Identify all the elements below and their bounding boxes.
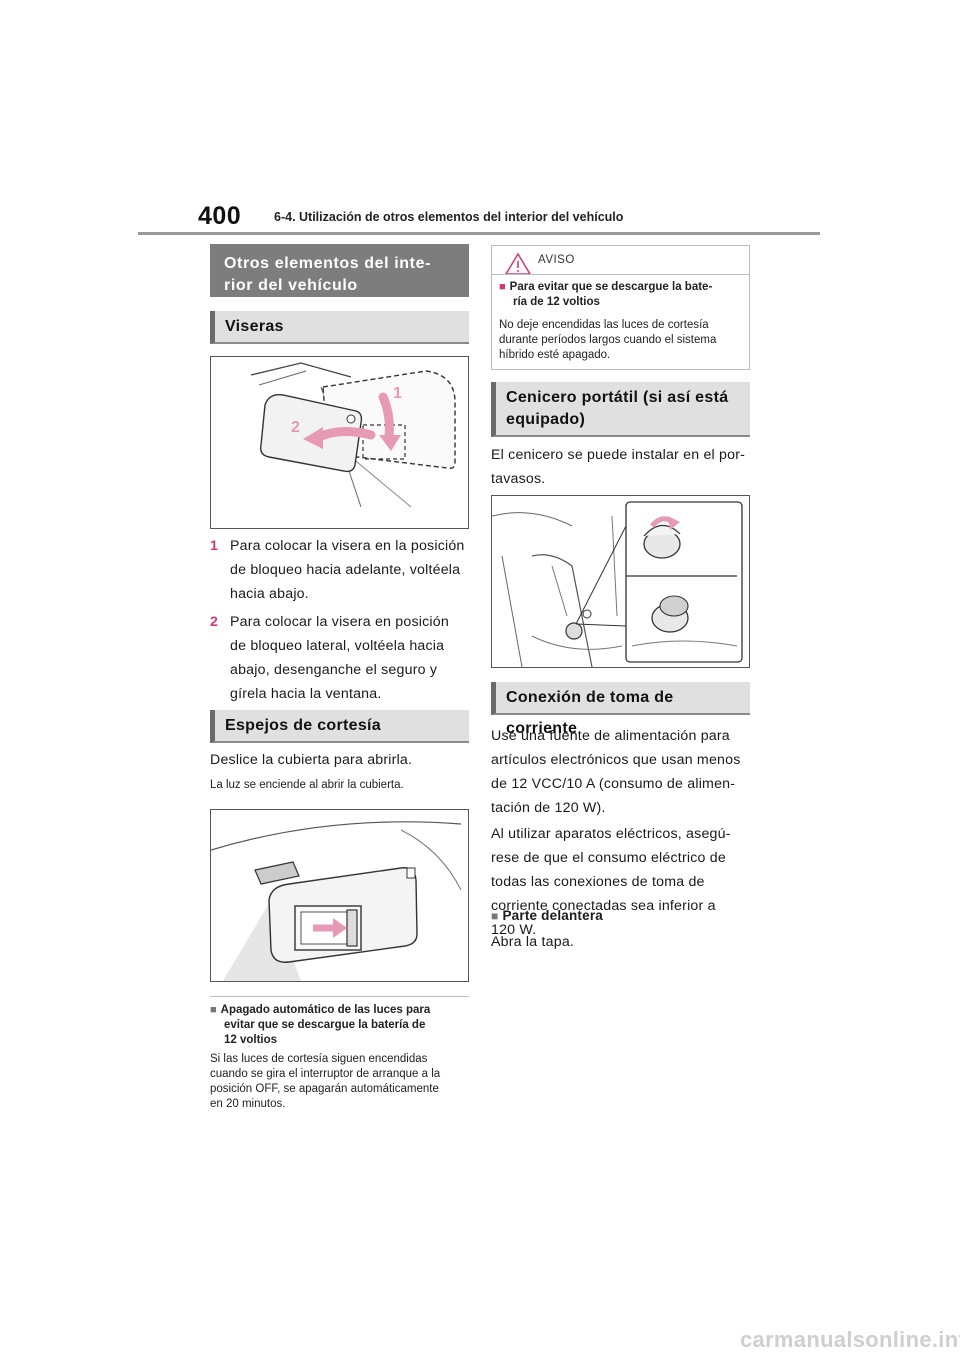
aviso-box: AVISO ■Para evitar que se descargue la b… [491, 245, 750, 370]
conexion-para1: Use una fuente de alimentación para artí… [491, 724, 753, 820]
figure-ashtray [491, 495, 750, 668]
subheading-espejos-label: Espejos de cortesía [225, 717, 381, 734]
aviso-body: No deje encendidas las luces de cortesía… [499, 318, 747, 363]
chapter-title: 6-4. Utilización de otros elementos del … [274, 210, 624, 224]
espejos-text: Deslice la cubierta para abrirla. [210, 752, 413, 768]
conexion-para1-line: de 12 VCC/10 A (consumo de alimen- [491, 776, 736, 792]
ashtray-illustration [491, 501, 743, 668]
visor-illustration [250, 362, 456, 508]
subheading-viseras: Viseras [210, 311, 469, 344]
cenicero-text: El cenicero se puede instalar en el por-… [491, 443, 753, 491]
aviso-label: AVISO [538, 254, 575, 266]
cenicero-text-line: tavasos. [491, 471, 546, 487]
conexion-para2: Al utilizar aparatos eléctricos, asegú- … [491, 822, 753, 942]
page-number: 400 [198, 202, 242, 230]
figure-visor: 1 2 [210, 356, 469, 529]
aviso-title-line: Para evitar que se descargue la bate- [509, 281, 713, 293]
subheading-conexion-label: Conexión de toma de corriente [506, 689, 674, 737]
callout-1: 1 [393, 385, 402, 402]
step-text-line: Para colocar la visera en la posición [230, 538, 465, 554]
subheading-conexion: Conexión de toma de corriente [491, 682, 750, 737]
conexion-para2-line: todas las conexiones de toma de [491, 874, 705, 890]
step-text-line: Para colocar la visera en posición [230, 614, 449, 630]
cenicero-text-line: El cenicero se puede instalar en el por- [491, 447, 746, 463]
section-heading-line1: Otros elementos del inte- [224, 255, 432, 272]
subheading-cenicero: Cenicero portátil (si así está equipado) [491, 382, 750, 437]
parte-delantera-label: Parte delantera [502, 908, 603, 923]
apagado-body-line: Si las luces de cortesía siguen encendid… [210, 1053, 428, 1065]
square-bullet-icon: ■ [499, 281, 506, 293]
conexion-para1-line: Use una fuente de alimentación para [491, 728, 730, 744]
conexion-para2-line: corriente conectadas sea inferior a [491, 898, 716, 914]
step-text-line: hacia abajo. [230, 586, 309, 602]
watermark: carmanualsonline.info [740, 1327, 960, 1352]
conexion-para1-line: tación de 120 W). [491, 800, 606, 816]
aviso-title: ■Para evitar que se descargue la bate- r… [499, 280, 747, 310]
subheading-viseras-label: Viseras [225, 318, 284, 335]
apagado-title-line: 12 voltios [224, 1034, 278, 1046]
aviso-body-line: híbrido esté apagado. [499, 349, 611, 361]
visor-steps: 1 Para colocar la visera en la posición … [210, 534, 472, 706]
visor-step-2: 2 Para colocar la visera en posición de … [210, 610, 472, 706]
apagado-body-line: en 20 minutos. [210, 1098, 286, 1110]
figure-mirror [210, 809, 469, 982]
apagado-title-line: Apagado automático de las luces para [220, 1004, 431, 1016]
apagado-body-line: cuando se gira el interruptor de arranqu… [210, 1068, 441, 1080]
step-text-line: abajo, desenganche el seguro y [230, 662, 438, 678]
step-text-line: de bloqueo lateral, voltéela hacia [230, 638, 445, 654]
aviso-title-line: ría de 12 voltios [513, 296, 600, 308]
visor-step-1: 1 Para colocar la visera en la posición … [210, 534, 472, 606]
parte-text: Abra la tapa. [491, 934, 575, 950]
espejos-note: La luz se enciende al abrir la cubierta. [210, 779, 404, 791]
square-bullet-icon: ■ [210, 1004, 217, 1016]
section-heading-line2: rior del vehículo [224, 277, 358, 294]
apagado-body: Si las luces de cortesía siguen encendid… [210, 1052, 472, 1112]
header-rule [138, 232, 820, 235]
step-number: 2 [210, 614, 219, 630]
apagado-title-line: evitar que se descargue la batería de [224, 1019, 426, 1031]
conexion-para1-line: artículos electrónicos que usan menos [491, 752, 741, 768]
conexion-para2-line: rese de que el consumo eléctrico de [491, 850, 726, 866]
subheading-espejos: Espejos de cortesía [210, 710, 469, 743]
warning-triangle-icon [504, 252, 532, 275]
mirror-illustration [210, 821, 462, 981]
apagado-body-line: posición OFF, se apagarán automáticament… [210, 1083, 439, 1095]
step-text-line: gírela hacia la ventana. [230, 686, 382, 702]
apagado-title: ■Apagado automático de las luces para ev… [210, 1003, 472, 1048]
subheading-cenicero-line2: equipado) [506, 411, 586, 428]
step-number: 1 [210, 538, 219, 554]
square-bullet-icon: ■ [491, 909, 499, 923]
conexion-para2-line: Al utilizar aparatos eléctricos, asegú- [491, 826, 731, 842]
callout-2: 2 [291, 419, 300, 436]
subheading-cenicero-line1: Cenicero portátil (si así está [506, 389, 729, 406]
aviso-divider [492, 274, 749, 275]
aviso-body-line: No deje encendidas las luces de cortesía [499, 319, 709, 331]
aviso-body-line: durante períodos largos cuando el sistem… [499, 334, 717, 346]
parte-delantera: ■Parte delantera [491, 904, 753, 928]
note-divider [210, 996, 469, 997]
conexion-para2-line: 120 W. [491, 922, 537, 938]
step-text-line: de bloqueo hacia adelante, voltéela [230, 562, 461, 578]
section-heading-otros: Otros elementos del inte- rior del vehíc… [210, 244, 469, 297]
